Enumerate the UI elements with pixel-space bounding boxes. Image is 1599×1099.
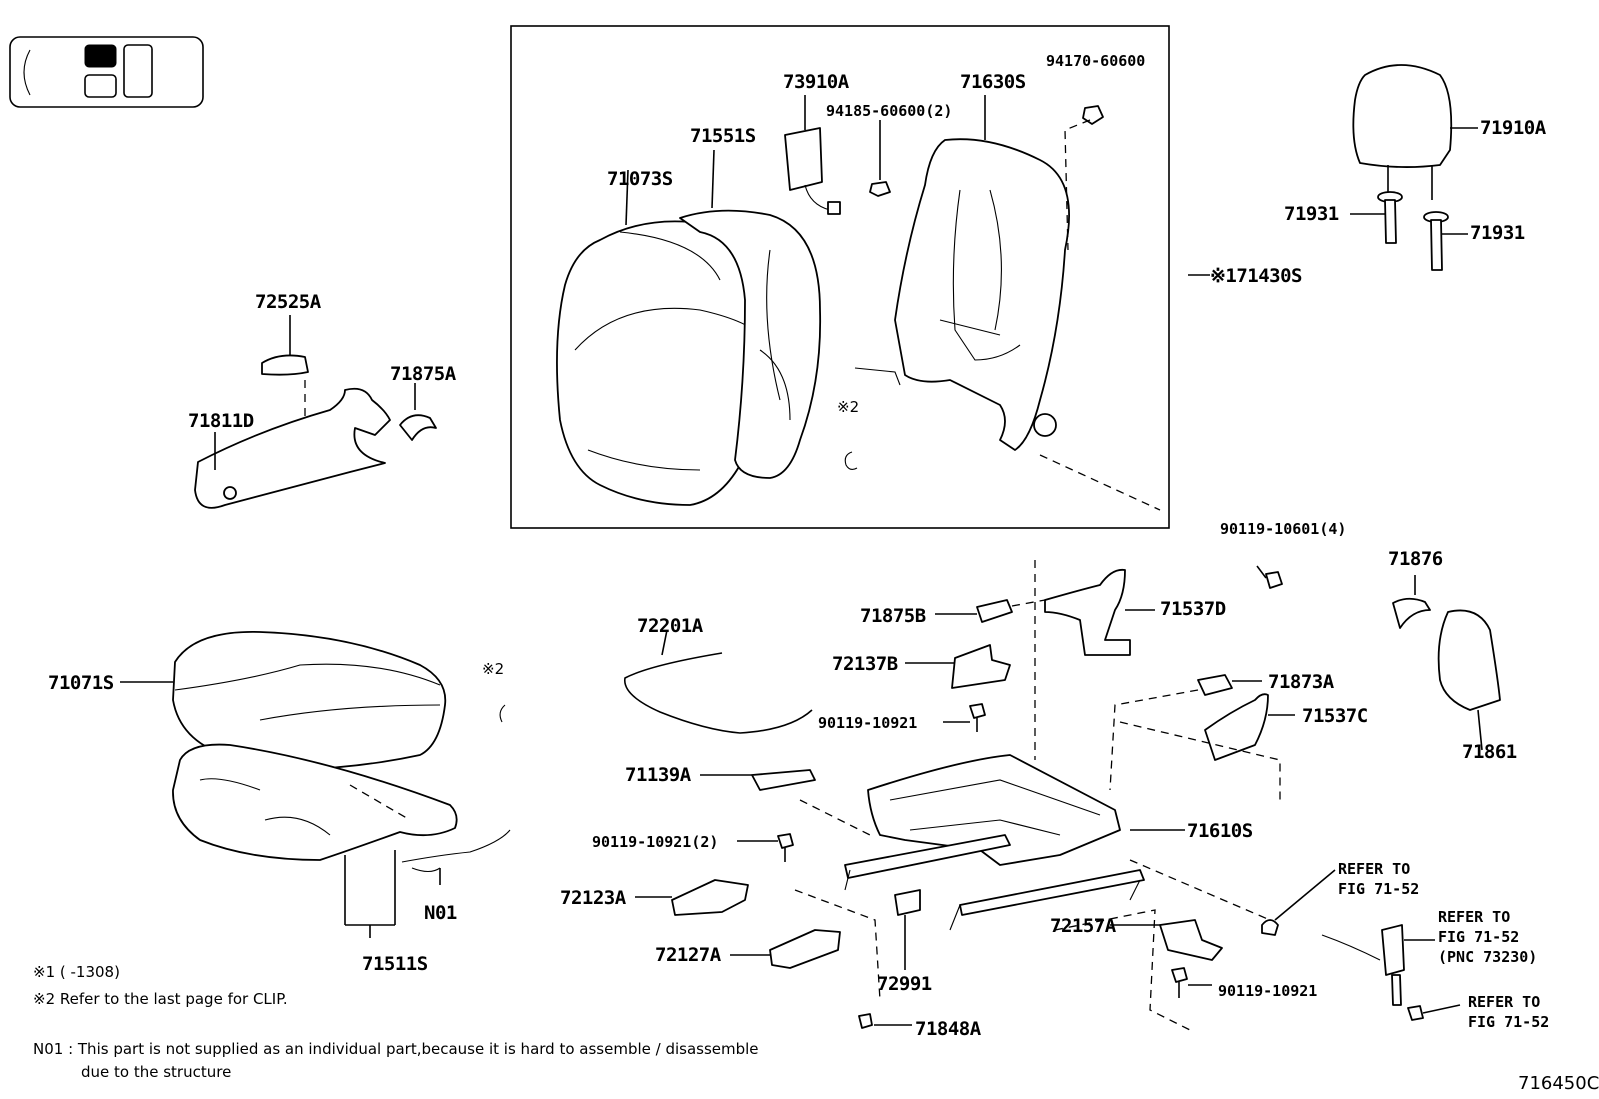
part-label-71861: 71861 bbox=[1462, 741, 1517, 763]
headrest-support-drawing bbox=[1350, 191, 1468, 271]
part-label-71610S: 71610S bbox=[1187, 820, 1253, 842]
footnote-n01-line1: N01 : This part is not supplied as an in… bbox=[33, 1040, 759, 1058]
part-label-71537C: 71537C bbox=[1302, 705, 1368, 727]
ref-line: FIG 71-52 bbox=[1438, 928, 1520, 946]
part-label-N01: N01 bbox=[424, 902, 457, 924]
part-label-71630S: 71630S bbox=[960, 71, 1026, 93]
part-label-71811D: 71811D bbox=[188, 410, 254, 432]
part-label-71073S: 71073S bbox=[607, 168, 673, 190]
ref-line: REFER TO bbox=[1468, 993, 1541, 1011]
bracket-71139A-drawing bbox=[700, 769, 816, 791]
wire-drawing bbox=[624, 629, 813, 734]
part-label-71430S: ※171430S bbox=[1210, 265, 1303, 287]
side-airbag-drawing bbox=[784, 95, 841, 215]
part-label-71139A: 71139A bbox=[625, 764, 691, 786]
small-covers-drawing bbox=[635, 879, 1223, 1029]
part-label-90119-10601: 90119-10601(4) bbox=[1220, 520, 1347, 538]
part-label-71873A: 71873A bbox=[1268, 671, 1334, 693]
part-label-71537D: 71537D bbox=[1160, 598, 1226, 620]
part-label-71910A: 71910A bbox=[1480, 117, 1546, 139]
adjuster-covers-drawing bbox=[905, 560, 1155, 760]
seatback-pad-drawing bbox=[679, 149, 822, 479]
part-label-72525A: 72525A bbox=[255, 291, 321, 313]
part-label-73910A: 73910A bbox=[783, 71, 849, 93]
seat-cushion-pad-drawing bbox=[172, 743, 458, 938]
clip-mark-cushion: ※2 bbox=[482, 660, 505, 678]
refer-to-fig-callout-2: REFER TO FIG 71-52 (PNC 73230) bbox=[1438, 907, 1537, 967]
part-label-94170-60600: 94170-60600 bbox=[1046, 52, 1146, 70]
cover-cap-drawing bbox=[399, 414, 437, 441]
part-label-71875A: 71875A bbox=[390, 363, 456, 385]
footnote-production-range: ※1 ( -1308) bbox=[33, 963, 120, 981]
part-label-94185-60600: 94185-60600(2) bbox=[826, 102, 953, 120]
part-label-90119-10921-lower: 90119-10921 bbox=[1218, 982, 1318, 1000]
part-label-71071S: 71071S bbox=[48, 672, 114, 694]
ref-line: (PNC 73230) bbox=[1438, 948, 1538, 966]
part-label-71551S: 71551S bbox=[690, 125, 756, 147]
part-label-71848A: 71848A bbox=[915, 1018, 981, 1040]
nut-94170-drawing bbox=[1082, 105, 1104, 125]
seat-side-shield-drawing bbox=[194, 315, 391, 509]
ref-line: FIG 71-52 bbox=[1338, 880, 1420, 898]
part-label-71876: 71876 bbox=[1388, 548, 1443, 570]
part-label-90119-10921-upper: 90119-10921 bbox=[818, 714, 918, 732]
clip-mark-seatback: ※2 bbox=[837, 398, 860, 416]
part-label-71875B: 71875B bbox=[860, 605, 926, 627]
clip-drawing bbox=[844, 451, 858, 471]
nut-drawing bbox=[869, 120, 891, 197]
ref-line: REFER TO bbox=[1338, 860, 1411, 878]
part-label-72157A: 72157A bbox=[1050, 915, 1116, 937]
seat-frame-adjuster-drawing bbox=[794, 754, 1271, 1031]
footnote-clip-reference: ※2 Refer to the last page for CLIP. bbox=[33, 990, 288, 1008]
ref-line: REFER TO bbox=[1438, 908, 1511, 926]
part-label-72201A: 72201A bbox=[637, 615, 703, 637]
part-label-72991: 72991 bbox=[877, 973, 932, 995]
headrest-drawing bbox=[1352, 64, 1478, 200]
seat-cushion-cover-drawing bbox=[120, 631, 447, 771]
part-label-90119-10921-2: 90119-10921(2) bbox=[592, 833, 719, 851]
part-label-71931-right: 71931 bbox=[1470, 222, 1525, 244]
refer-to-fig-callout-3: REFER TO FIG 71-52 bbox=[1468, 992, 1549, 1032]
seat-belt-buckle-drawing bbox=[1261, 869, 1461, 1021]
wire-harness-drawing bbox=[401, 829, 511, 885]
adjuster-covers-right-drawing bbox=[1109, 674, 1295, 800]
ref-line: FIG 71-52 bbox=[1468, 1013, 1550, 1031]
seatback-frame-drawing bbox=[854, 95, 1070, 451]
side-trim-drawing bbox=[1392, 575, 1501, 751]
footnote-n01-line2: due to the structure bbox=[81, 1063, 232, 1081]
figure-id: 716450C bbox=[1518, 1073, 1599, 1094]
seatback-group-frame bbox=[510, 25, 1170, 529]
part-label-72127A: 72127A bbox=[655, 944, 721, 966]
part-label-72137B: 72137B bbox=[832, 653, 898, 675]
part-label-72123A: 72123A bbox=[560, 887, 626, 909]
bolt-drawing bbox=[737, 565, 1283, 998]
part-label-71931-left: 71931 bbox=[1284, 203, 1339, 225]
seat-position-icon bbox=[9, 36, 204, 108]
refer-to-fig-callout-1: REFER TO FIG 71-52 bbox=[1338, 859, 1419, 899]
part-label-71511S: 71511S bbox=[362, 953, 428, 975]
